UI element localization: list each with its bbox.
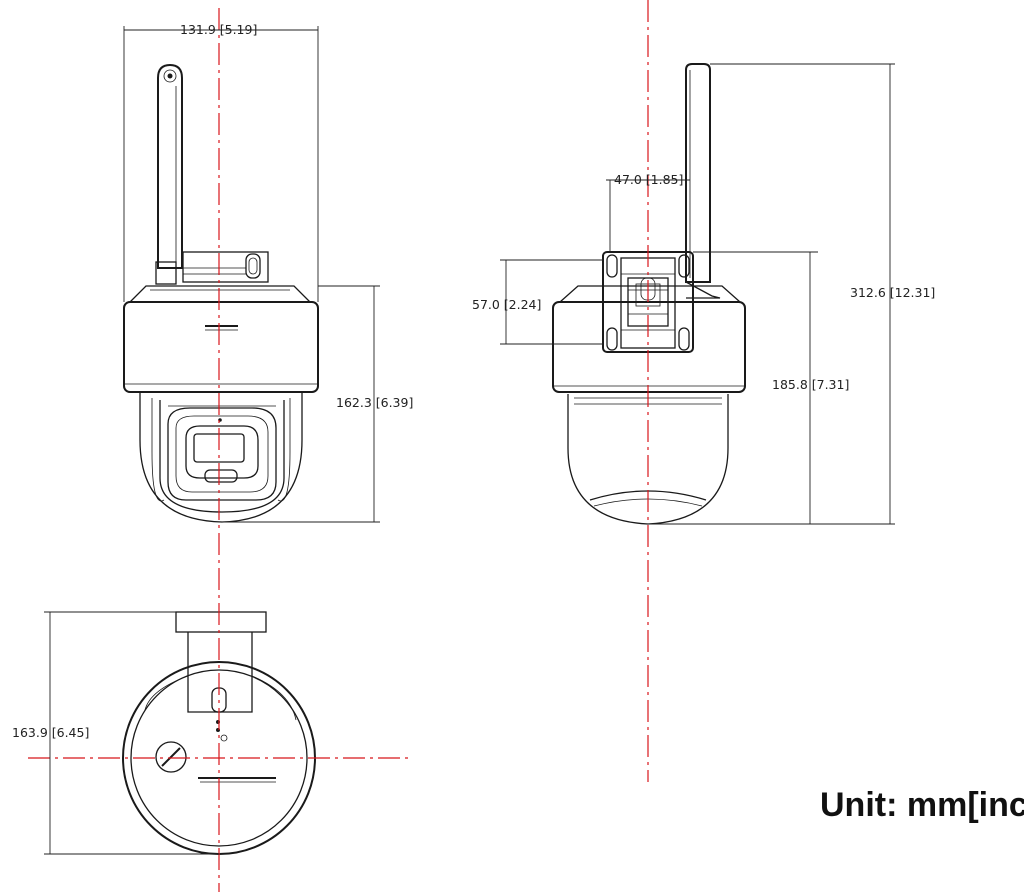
front-housing (123, 285, 319, 393)
side-view (552, 63, 746, 525)
center-lines (28, 0, 649, 892)
side-height-label: 185.8 [7.31] (772, 377, 849, 392)
side-housing (552, 285, 746, 393)
front-antenna (155, 63, 183, 285)
width-top-label: 131.9 [5.19] (180, 22, 257, 37)
total-height-label: 312.6 [12.31] (850, 285, 935, 300)
dimension-lines (44, 26, 895, 855)
front-height-label: 162.3 [6.39] (336, 395, 413, 410)
bracket-width-label: 47.0 [1.85] (614, 172, 683, 187)
unit-label: Unit: mm[inch] (820, 786, 1024, 824)
front-bracket (182, 251, 269, 283)
front-view (123, 63, 319, 523)
bottom-depth-label: 163.9 [6.45] (12, 725, 89, 740)
dimension-labels: 131.9 [5.19] 47.0 [1.85] 57.0 [2.24] 162… (12, 22, 935, 740)
front-dome (139, 392, 303, 523)
bracket-height-label: 57.0 [2.24] (472, 297, 541, 312)
side-antenna (685, 63, 721, 299)
